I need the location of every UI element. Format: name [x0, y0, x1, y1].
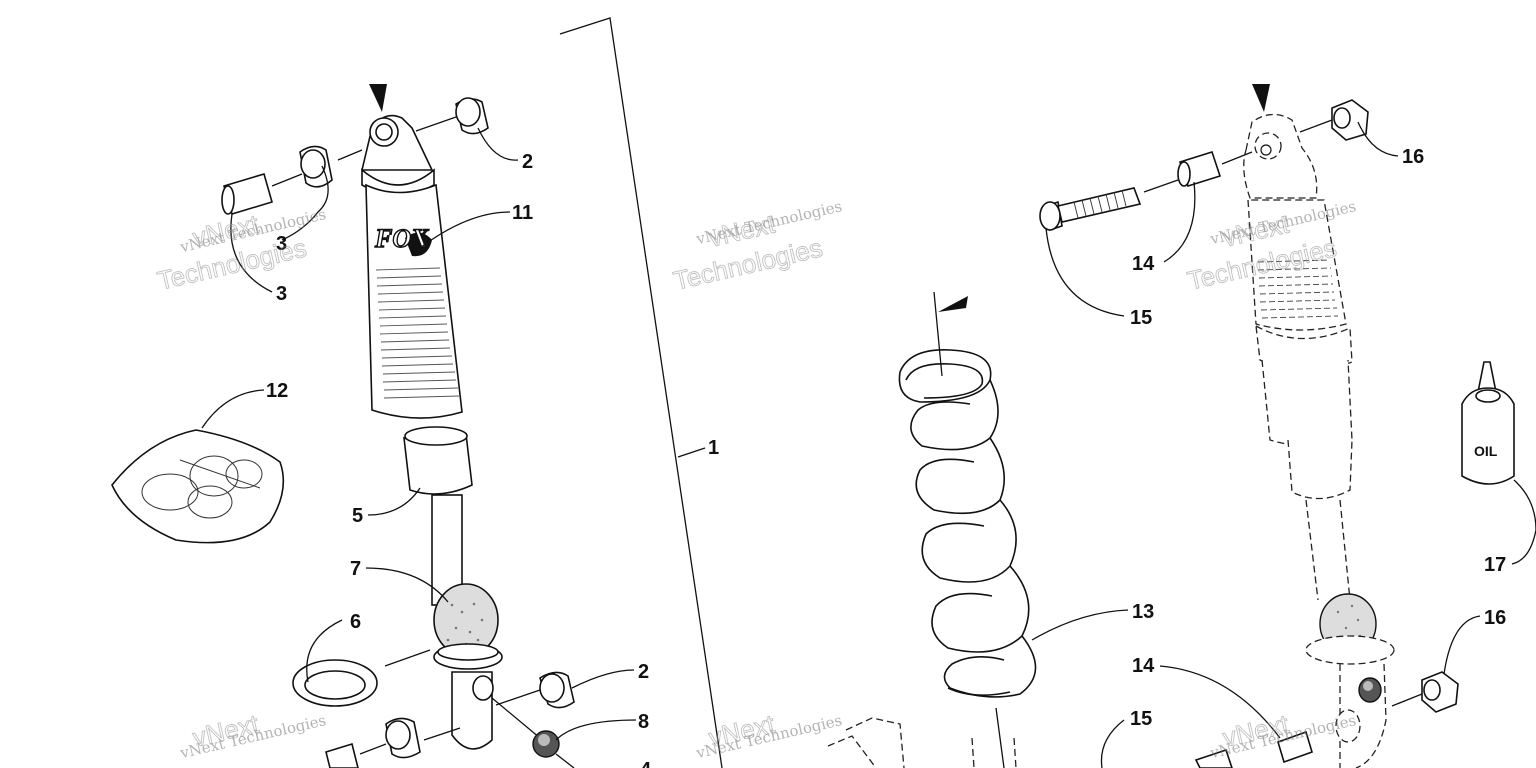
assembly-bracket: [559, 17, 723, 768]
callout-13: 13: [1132, 601, 1154, 623]
callout-3-upper: 3: [276, 233, 287, 255]
left-upper-bushing: [415, 97, 489, 135]
dashed-lower-mount: [827, 717, 1017, 768]
left-shock-absorber: FOX: [360, 84, 503, 750]
oil-bottle: OIL: [1461, 361, 1536, 565]
callout-4: 4: [640, 759, 652, 768]
oil-label: OIL: [1474, 443, 1498, 459]
callout-8: 8: [638, 711, 649, 733]
callout-14-upper: 14: [1132, 253, 1155, 275]
right-spacer: [1177, 151, 1253, 187]
left-callout-leaders: [201, 127, 637, 741]
callout-16-upper: 16: [1402, 146, 1424, 168]
callout-12: 12: [266, 380, 288, 402]
callout-1: 1: [708, 437, 719, 459]
callout-6: 6: [350, 611, 361, 633]
callout-11: 11: [512, 202, 533, 224]
left-lower-bearing: [325, 717, 461, 768]
callout-2-lower: 2: [638, 661, 649, 683]
callout-labels: 1 2 2 3 3 4 5 6 7 8 11 12 13 14 14 15 15…: [266, 146, 1506, 768]
right-lower-nut: [1358, 671, 1459, 713]
orientation-arrow: [369, 84, 387, 112]
left-nut: [491, 697, 575, 768]
left-spacer-bearing: [221, 145, 363, 215]
callout-14-lower: 14: [1132, 655, 1155, 677]
seal-kit-bag: [111, 429, 285, 544]
right-orientation-arrow: [1252, 84, 1270, 112]
callout-7: 7: [350, 558, 361, 580]
right-upper-nut: [1299, 99, 1369, 141]
callout-17: 17: [1484, 554, 1506, 576]
fox-logo: FOX: [374, 224, 429, 253]
callout-3-lower: 3: [276, 283, 287, 305]
callout-16-lower: 16: [1484, 607, 1506, 629]
callout-15-upper: 15: [1130, 307, 1152, 329]
callout-5: 5: [352, 505, 363, 527]
spring-orientation-flag: [938, 296, 968, 312]
right-lower-spacer: [1194, 730, 1313, 768]
callout-15-lower: 15: [1130, 708, 1152, 730]
right-callout-leaders: [1045, 121, 1481, 768]
body-ribbing: [375, 267, 460, 399]
snap-ring: [292, 649, 431, 707]
callout-2-top: 2: [522, 151, 533, 173]
left-lower-bushing: [495, 671, 575, 709]
right-shock-absorber: [1243, 84, 1395, 768]
coil-spring: [898, 291, 1129, 768]
right-bolt: [1039, 179, 1179, 232]
